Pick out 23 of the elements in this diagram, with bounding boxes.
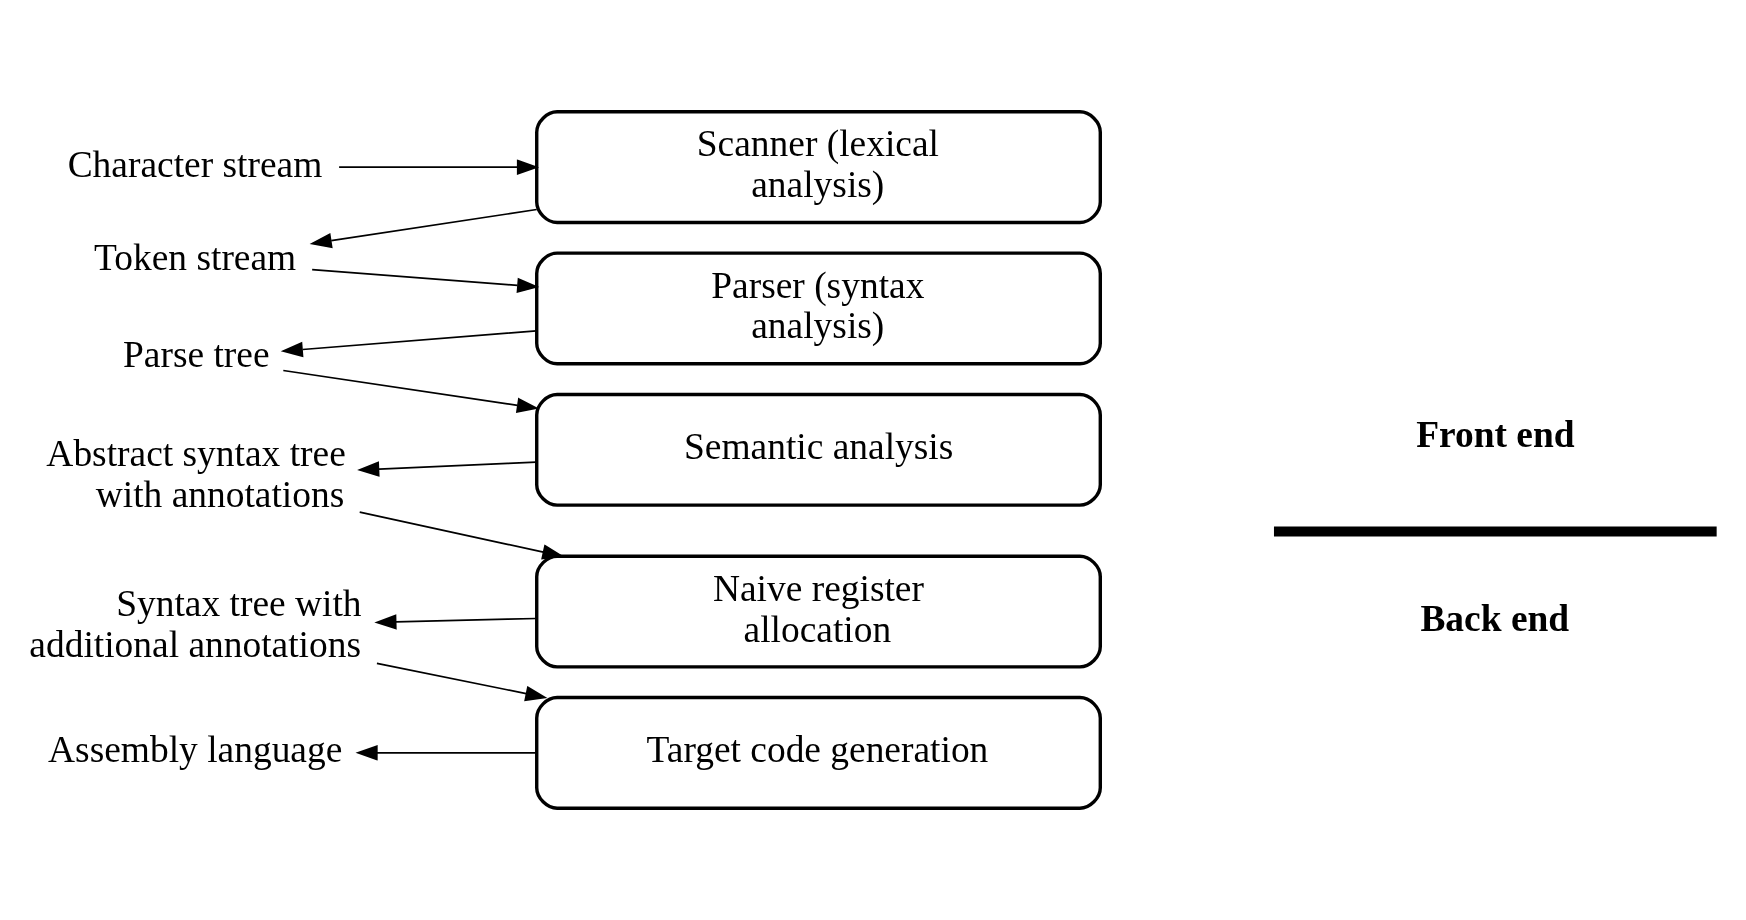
arrow <box>355 745 538 761</box>
arrow <box>358 511 565 560</box>
arrow <box>338 159 540 175</box>
node-box: Semantic analysis <box>535 392 1102 507</box>
node-text: Abstract syntax tree with annotations <box>46 433 346 515</box>
node-text: Syntax tree with additional annotations <box>29 582 362 665</box>
arrow <box>376 662 548 702</box>
node-box: Target code generation <box>535 695 1102 810</box>
label: Front end <box>1416 414 1575 456</box>
node-text: Assembly language <box>48 729 343 771</box>
node-text: Character stream <box>67 143 323 185</box>
node-text: Token stream <box>94 237 297 279</box>
arrow <box>282 369 539 413</box>
label: Back end <box>1420 598 1570 640</box>
node-box: Naive register allocation <box>535 554 1102 669</box>
arrow <box>357 461 538 477</box>
arrow <box>280 330 538 358</box>
node-text: Parse tree <box>122 334 270 376</box>
arrow <box>309 208 538 249</box>
node-box: Parser (syntax analysis) <box>535 251 1102 366</box>
arrow <box>311 268 540 294</box>
node-box: Scanner (lexical analysis) <box>535 110 1102 225</box>
arrow <box>374 614 537 630</box>
